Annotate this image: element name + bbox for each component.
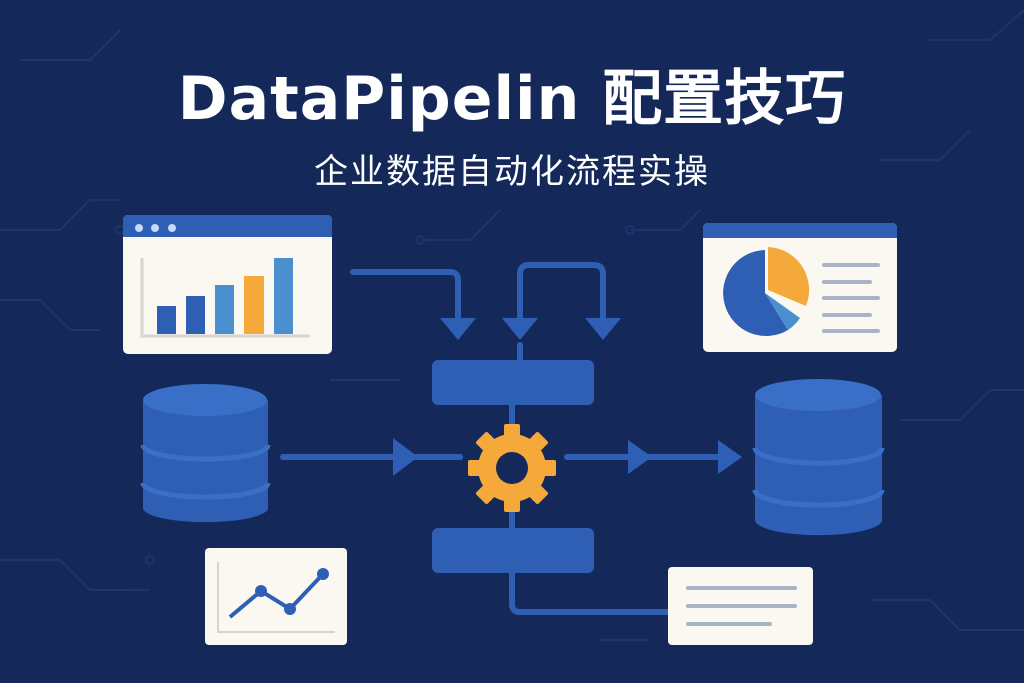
bar [274,258,293,334]
page-title: DataPipelin 配置技巧 [177,64,847,134]
pie-chart-window-icon [703,223,897,352]
page-subtitle: 企业数据自动化流程实操 [314,152,710,192]
gear-icon [468,424,556,512]
text-document-card-icon [668,567,813,645]
process-box-top [432,360,594,405]
bar [215,285,234,334]
arrowheads [393,318,742,476]
database-icon-right [752,379,885,536]
flow-arrow-in-1 [350,269,461,325]
database-icon-left [140,384,271,523]
bar [186,296,205,334]
flow-arrow-out [509,570,671,615]
line-chart-card-icon [205,548,347,645]
flow-arrows [280,262,728,615]
flow-arrow-loop [517,262,606,325]
bar-chart-window-icon [123,215,332,354]
process-box-bottom [432,528,594,573]
bar [244,276,264,334]
bar [157,306,176,334]
